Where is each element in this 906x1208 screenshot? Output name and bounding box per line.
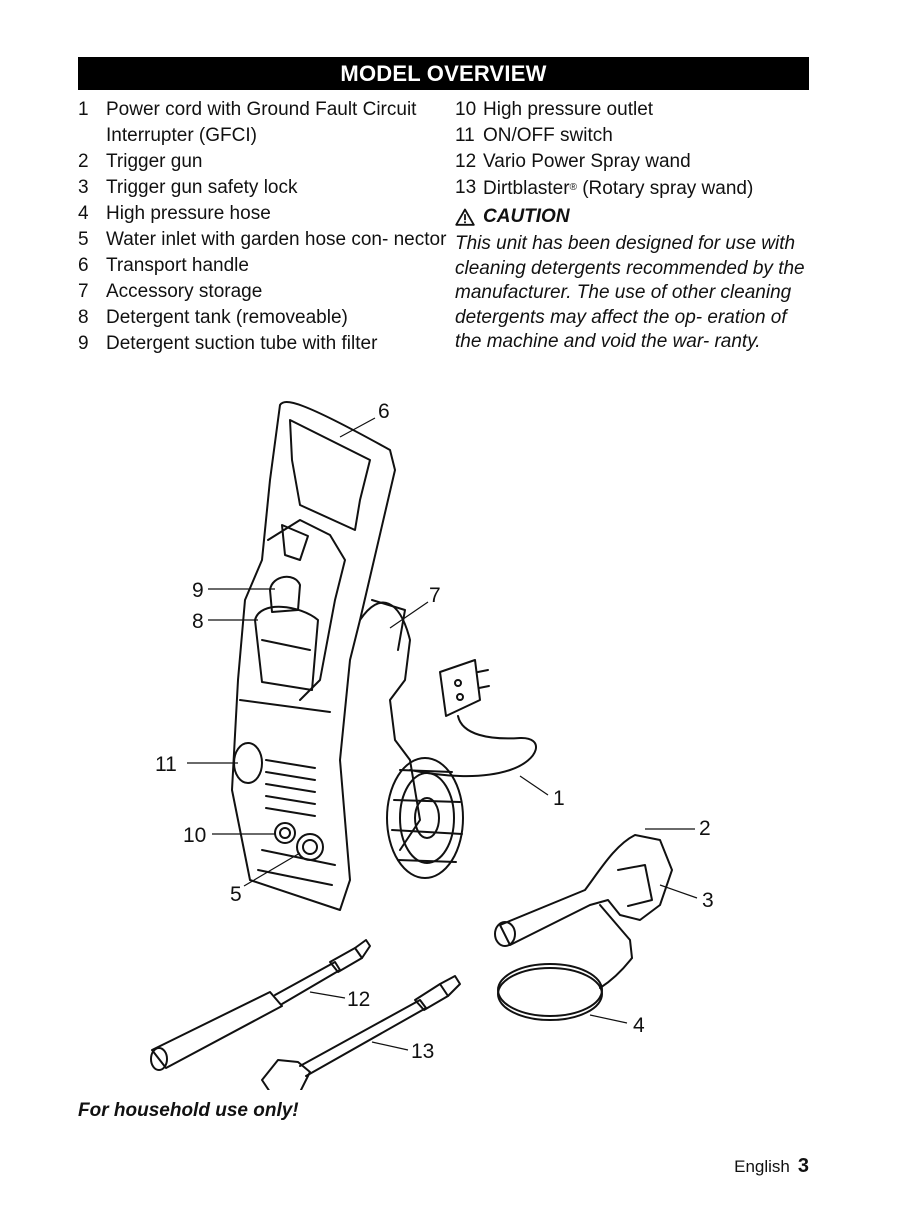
callout-12: 12 [347, 988, 370, 1011]
item-number: 6 [78, 255, 89, 276]
section-title-bar: MODEL OVERVIEW [78, 57, 809, 90]
caution-title: CAUTION [483, 206, 570, 227]
callout-2: 2 [699, 817, 711, 840]
item-number: 1 [78, 99, 89, 120]
parts-list-right: 10 High pressure outlet 11 ON/OFF switch 1… [455, 97, 815, 355]
list-item: 8 Detergent tank (removeable) [78, 305, 448, 331]
list-item: 2 Trigger gun [78, 149, 448, 175]
callout-leaders [187, 417, 698, 1051]
item-number: 5 [78, 229, 89, 250]
trigger-gun [494, 834, 673, 959]
callout-10: 10 [183, 824, 206, 847]
item-text: Water inlet with garden hose con- nector [106, 229, 447, 250]
callout-13: 13 [411, 1040, 434, 1063]
caution-heading: CAUTION [455, 204, 815, 230]
item-text: Trigger gun safety lock [106, 177, 298, 198]
list-item: 10 High pressure outlet [455, 97, 815, 123]
list-item: 3 Trigger gun safety lock [78, 175, 448, 201]
caution-text: This unit has been designed for use with… [455, 233, 805, 352]
brand-name: Dirtblaster [483, 178, 570, 199]
item-text: Trigger gun [106, 151, 203, 172]
item-text: Accessory storage [106, 281, 263, 302]
registered-mark: ® [569, 182, 577, 193]
item-number: 7 [78, 281, 89, 302]
pressure-washer-body [231, 401, 421, 911]
item-number: 12 [455, 151, 477, 172]
list-item: 1 Power cord with Ground Fault Circuit In… [78, 97, 448, 149]
product-illustration: 6 9 8 7 11 10 5 1 2 3 4 12 13 [150, 400, 714, 1090]
list-item: 12 Vario Power Spray wand [455, 149, 815, 175]
callout-7: 7 [429, 584, 441, 607]
item-number: 10 [455, 99, 477, 120]
item-text: High pressure hose [106, 203, 271, 224]
item-number: 3 [78, 177, 89, 198]
item-text: High pressure outlet [483, 99, 654, 120]
callout-3: 3 [702, 889, 714, 912]
item-text: Dirtblaster® (Rotary spray wand) [483, 175, 815, 202]
list-item: 6 Transport handle [78, 253, 448, 279]
item-text: Transport handle [106, 255, 249, 276]
wheel [386, 757, 464, 879]
hose-coil [497, 957, 633, 1021]
footer-language: English [734, 1157, 790, 1176]
list-item: 13 Dirtblaster® (Rotary spray wand) [455, 175, 815, 202]
list-item: 11 ON/OFF switch [455, 123, 815, 149]
list-item: 4 High pressure hose [78, 201, 448, 227]
vario-power-wand [150, 939, 371, 1071]
dirtblaster-wand [261, 975, 461, 1090]
callout-6: 6 [378, 400, 390, 423]
item-number: 9 [78, 333, 89, 354]
item-text: Vario Power Spray wand [483, 151, 691, 172]
parts-list-left: 1 Power cord with Ground Fault Circuit In… [78, 97, 448, 357]
item-text: Detergent tank (removeable) [106, 307, 348, 328]
item-number: 8 [78, 307, 89, 328]
item-suffix: (Rotary spray wand) [576, 178, 754, 199]
item-number: 11 [455, 125, 475, 146]
item-text: ON/OFF switch [483, 125, 613, 146]
callout-1: 1 [553, 787, 565, 810]
list-item: 5 Water inlet with garden hose con- necto… [78, 227, 448, 253]
page-number: 3 [797, 1155, 809, 1177]
page-footer: English 3 [734, 1155, 809, 1178]
section-title: MODEL OVERVIEW [340, 60, 547, 86]
callout-8: 8 [192, 610, 204, 633]
callout-5: 5 [230, 883, 242, 906]
list-item: 9 Detergent suction tube with filter [78, 331, 448, 357]
household-use-note: For household use only! [78, 1100, 299, 1121]
item-number: 4 [78, 203, 89, 224]
item-text: Power cord with Ground Fault Circuit Int… [106, 99, 417, 146]
callout-4: 4 [633, 1014, 645, 1037]
item-number: 13 [455, 177, 477, 198]
item-number: 2 [78, 151, 89, 172]
callout-11: 11 [155, 753, 177, 776]
warning-triangle-icon [455, 208, 475, 226]
item-text: Detergent suction tube with filter [106, 333, 378, 354]
callout-9: 9 [192, 579, 204, 602]
list-item: 7 Accessory storage [78, 279, 448, 305]
gfci-plug [409, 659, 537, 778]
